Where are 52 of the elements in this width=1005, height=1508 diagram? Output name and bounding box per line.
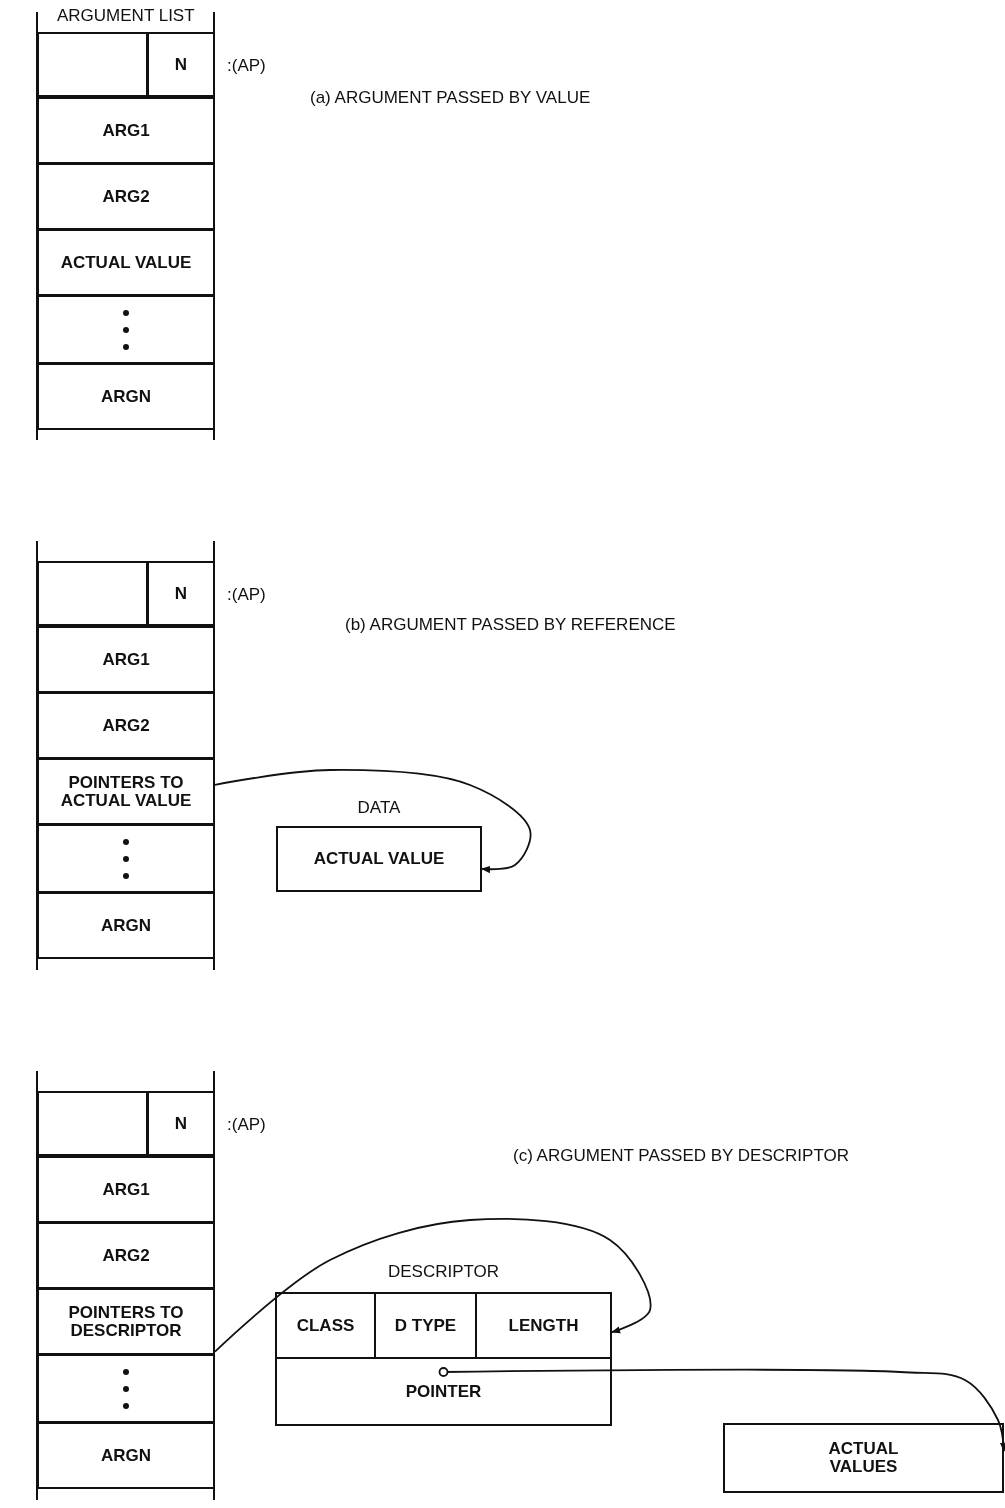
empty-cell <box>37 561 148 626</box>
box-heading: DESCRIPTOR <box>386 1262 501 1282</box>
cell-text: POINTERS TO DESCRIPTOR <box>67 1303 185 1340</box>
list-heading: ARGUMENT LIST <box>57 6 195 26</box>
cell-text: POINTERS TO ACTUAL VALUE <box>59 773 193 810</box>
memory-cell <box>37 626 215 693</box>
empty-cell <box>37 1091 148 1156</box>
register-note: :(AP) <box>227 1115 266 1135</box>
empty-cell <box>37 32 148 97</box>
cell-text: N <box>174 584 188 603</box>
cell-text: ACTUAL VALUES <box>827 1440 900 1476</box>
memory-cell <box>37 1288 215 1355</box>
empty-cell <box>37 1354 215 1423</box>
register-note: :(AP) <box>227 585 266 605</box>
memory-cell <box>37 1156 215 1223</box>
empty-cell <box>37 295 215 364</box>
memory-cell <box>37 1422 215 1489</box>
box-heading: DATA <box>356 798 402 818</box>
memory-cell <box>37 163 215 230</box>
memory-cell <box>37 97 215 164</box>
cell-text: POINTER <box>405 1382 482 1401</box>
cell-text: N <box>174 1114 188 1133</box>
pointer-arrow <box>214 1218 652 1353</box>
cell-text: ARG1 <box>102 650 150 669</box>
pointer-arrow <box>438 1367 1005 1452</box>
cell-text: D TYPE <box>394 1316 457 1335</box>
figure-caption: (c) ARGUMENT PASSED BY DESCRIPTOR <box>513 1146 849 1166</box>
cell-text: ARG1 <box>102 121 150 140</box>
figure-caption: (b) ARGUMENT PASSED BY REFERENCE <box>345 615 676 635</box>
pointer-arrow <box>214 769 532 874</box>
cell-text: ARG2 <box>102 716 150 735</box>
cell-text: ARGN <box>100 916 152 935</box>
cell-text: ARGN <box>100 1446 152 1465</box>
memory-cell <box>723 1423 1004 1493</box>
memory-cell <box>37 758 215 825</box>
figure-caption: (a) ARGUMENT PASSED BY VALUE <box>310 88 591 108</box>
cell-text: N <box>174 55 188 74</box>
cell-text: ARG2 <box>102 187 150 206</box>
cell-text: CLASS <box>296 1316 355 1335</box>
cell-text: ARG1 <box>102 1180 150 1199</box>
cell-text: ARG2 <box>102 1246 150 1265</box>
register-note: :(AP) <box>227 56 266 76</box>
empty-cell <box>37 824 215 893</box>
memory-cell <box>37 229 215 296</box>
memory-cell <box>37 892 215 959</box>
memory-cell <box>37 1222 215 1289</box>
memory-cell <box>37 363 215 430</box>
cell-text: ACTUAL VALUE <box>60 253 192 272</box>
cell-text: ARGN <box>100 387 152 406</box>
memory-cell <box>37 692 215 759</box>
cell-text: LENGTH <box>508 1316 579 1335</box>
cell-text: ACTUAL VALUE <box>313 850 445 868</box>
